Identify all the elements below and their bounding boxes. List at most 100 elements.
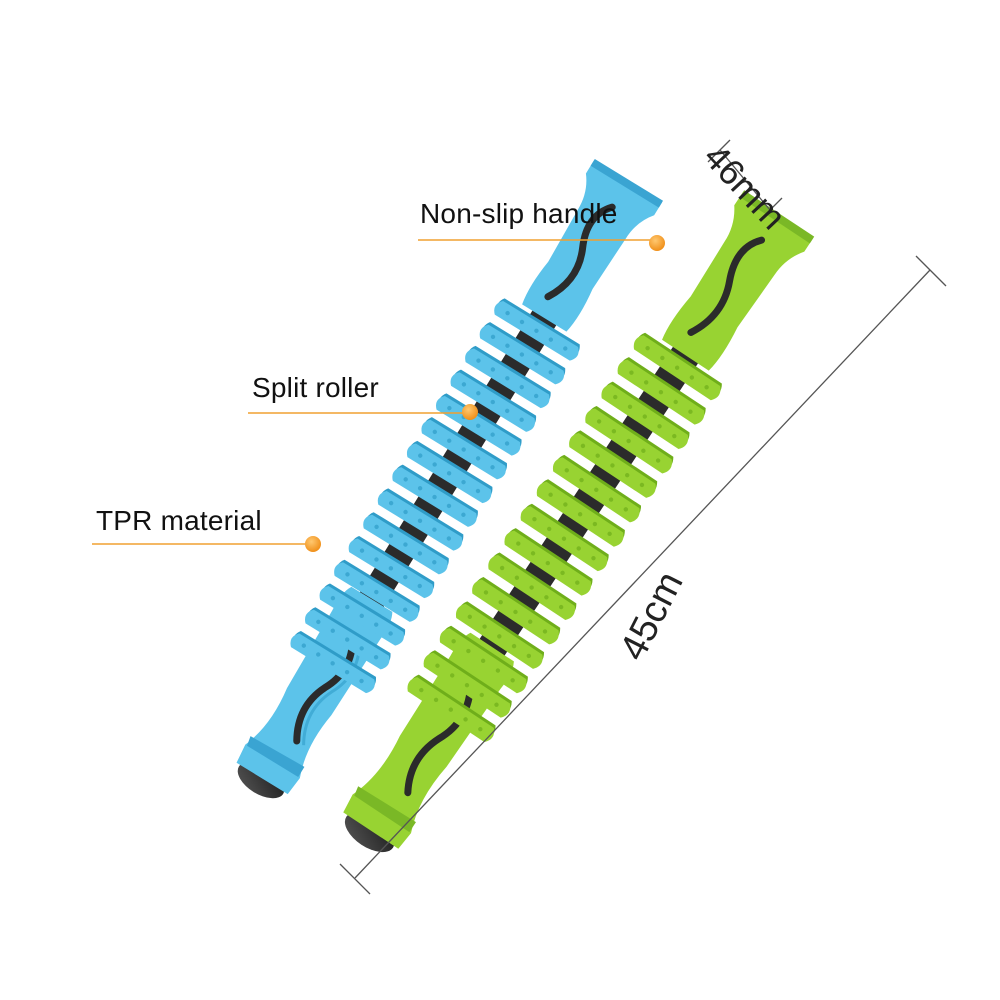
roller-bump bbox=[657, 424, 662, 429]
roller-bump bbox=[374, 622, 379, 627]
roller-bump bbox=[388, 631, 393, 636]
label-non-slip-handle: Non-slip handle bbox=[420, 198, 618, 229]
blue-split-roller bbox=[290, 298, 580, 694]
roller-bump bbox=[374, 589, 379, 595]
label-split-roller: Split roller bbox=[252, 372, 379, 403]
roller-bump bbox=[359, 646, 364, 651]
roller-bump bbox=[450, 673, 455, 678]
roller-bump bbox=[359, 581, 365, 586]
diameter-dimension bbox=[707, 139, 783, 221]
roller-bump bbox=[359, 548, 365, 553]
roller-bump bbox=[514, 575, 520, 580]
roller-bump bbox=[519, 417, 524, 422]
roller-bump bbox=[330, 595, 336, 601]
roller-bump bbox=[513, 609, 518, 615]
roller-bump bbox=[548, 492, 553, 497]
roller-bump bbox=[530, 551, 536, 556]
roller-bump bbox=[505, 343, 510, 348]
roller-bump bbox=[403, 542, 408, 547]
roller-bump bbox=[575, 580, 580, 585]
roller-bump bbox=[435, 663, 440, 668]
roller-bump bbox=[388, 500, 394, 506]
roller-bump bbox=[466, 648, 471, 654]
roller-bump bbox=[359, 678, 364, 684]
roller-bump bbox=[476, 358, 481, 363]
roller-bump bbox=[490, 465, 495, 470]
roller-bump bbox=[595, 453, 600, 458]
roller-bump bbox=[482, 624, 487, 629]
roller-bump bbox=[655, 458, 661, 463]
roller-bump bbox=[463, 717, 468, 722]
roller-bump bbox=[519, 319, 525, 325]
roller-bump bbox=[345, 604, 350, 610]
roller-bump bbox=[403, 509, 408, 515]
roller-bump bbox=[560, 570, 565, 576]
roller-bump bbox=[613, 394, 618, 400]
roller-bump bbox=[478, 726, 483, 732]
roller-bump bbox=[476, 423, 481, 428]
roller-bump bbox=[505, 310, 510, 316]
roller-bump bbox=[475, 456, 481, 461]
roller-bump bbox=[579, 477, 584, 483]
roller-bump bbox=[448, 707, 454, 712]
roller-bump bbox=[447, 405, 452, 411]
roller-bump bbox=[374, 524, 379, 530]
roller-bump bbox=[483, 590, 489, 595]
length-dimension bbox=[339, 255, 947, 895]
roller-bump bbox=[548, 337, 554, 342]
roller-bump bbox=[642, 414, 647, 419]
roller-bump bbox=[563, 346, 568, 351]
callout-dot-material bbox=[305, 536, 321, 552]
roller-bump bbox=[316, 619, 321, 625]
roller-bump bbox=[417, 583, 422, 589]
roller-bump bbox=[577, 512, 583, 517]
roller-bump bbox=[639, 482, 645, 488]
roller-bump bbox=[534, 361, 539, 366]
roller-bump bbox=[596, 419, 602, 424]
roller-bump bbox=[528, 619, 533, 624]
roller-bump bbox=[627, 404, 633, 410]
roller-bump bbox=[344, 669, 350, 675]
blue-massage-stick bbox=[236, 158, 664, 799]
callout-lines bbox=[92, 235, 665, 552]
roller-bump bbox=[526, 653, 532, 659]
blue-top-handle bbox=[522, 158, 664, 332]
roller-bump bbox=[490, 334, 496, 340]
roller-bump bbox=[629, 370, 634, 375]
roller-bump bbox=[534, 328, 539, 333]
roller-bump bbox=[704, 385, 709, 390]
roller-bump bbox=[467, 614, 472, 620]
roller-bump bbox=[558, 604, 564, 610]
roller-bump bbox=[461, 447, 466, 452]
roller-bump bbox=[461, 479, 466, 485]
roller-bump bbox=[564, 468, 569, 473]
roller-bump bbox=[446, 471, 452, 476]
roller-bump bbox=[672, 433, 677, 439]
roller-bump bbox=[608, 497, 614, 502]
roller-bump bbox=[545, 560, 550, 566]
roller-bump bbox=[432, 494, 437, 500]
roller-bump bbox=[432, 429, 438, 435]
roller-bump bbox=[451, 639, 456, 644]
roller-bump bbox=[417, 486, 423, 491]
roller-bump bbox=[645, 346, 650, 351]
roller-bump bbox=[626, 438, 631, 444]
roller-bump bbox=[548, 370, 553, 375]
roller-bump bbox=[625, 472, 630, 478]
roller-bump bbox=[464, 683, 470, 688]
roller-bump bbox=[576, 546, 581, 551]
roller-bump bbox=[499, 565, 505, 571]
roller-bump bbox=[388, 533, 394, 538]
roller-bump bbox=[561, 536, 567, 541]
roller-bump bbox=[594, 487, 599, 493]
roller-bump bbox=[688, 409, 693, 414]
roller-bump bbox=[446, 503, 452, 509]
roller-bump bbox=[519, 352, 525, 357]
roller-bump bbox=[643, 380, 649, 385]
roller-bump bbox=[607, 531, 612, 536]
roller-bump bbox=[660, 355, 665, 361]
roller-bump bbox=[447, 438, 452, 443]
roller-bump bbox=[495, 668, 501, 673]
roller-bump bbox=[544, 595, 549, 600]
